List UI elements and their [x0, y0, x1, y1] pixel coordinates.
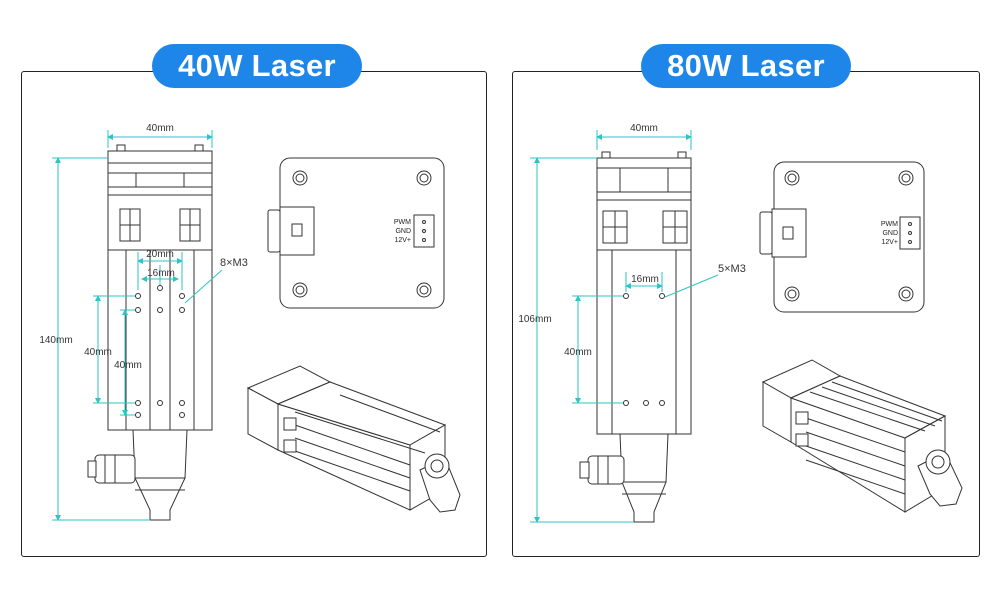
dim-vertical-a-40w: 40mm: [84, 347, 112, 358]
dim-vertical-a-80w: 40mm: [564, 347, 592, 358]
pin-pwm-80w: PWM: [881, 221, 898, 228]
top-view-80w: PWM GND 12V+: [759, 161, 925, 313]
top-view-40w: PWM GND 12V+: [267, 157, 445, 309]
dim-hole-16-40w: 16mm: [147, 268, 175, 279]
dim-width-80w: 40mm: [630, 123, 658, 134]
front-view-80w: [579, 151, 692, 523]
dim-hole-20-40w: 20mm: [146, 249, 174, 260]
pin-12v-80w: 12V+: [881, 239, 898, 246]
dim-height-80w: 106mm: [518, 314, 551, 325]
isometric-view-40w: [246, 365, 461, 513]
front-view-40w: [87, 144, 213, 521]
pin-gnd-40w: GND: [395, 228, 411, 235]
dimensions-40w: 40mm 20mm 16mm 40mm 40mm 140mm 8×M3: [39, 123, 248, 521]
pin-pwm-40w: PWM: [394, 219, 411, 226]
dim-vertical-b-40w: 40mm: [114, 360, 142, 371]
dim-hole-16-80w: 16mm: [631, 274, 659, 285]
dim-height-40w: 140mm: [39, 335, 72, 346]
title-40w-laser: 40W Laser: [152, 44, 362, 88]
screw-note-40w: 8×M3: [220, 257, 248, 269]
dimensions-80w: 40mm 16mm 40mm 106mm 5×M3: [518, 123, 746, 523]
dim-width-40w: 40mm: [146, 123, 174, 134]
pin-gnd-80w: GND: [882, 230, 898, 237]
isometric-view-80w: [761, 359, 963, 513]
pin-12v-40w: 12V+: [394, 237, 411, 244]
screw-note-80w: 5×M3: [718, 263, 746, 275]
title-80w-laser: 80W Laser: [641, 44, 851, 88]
